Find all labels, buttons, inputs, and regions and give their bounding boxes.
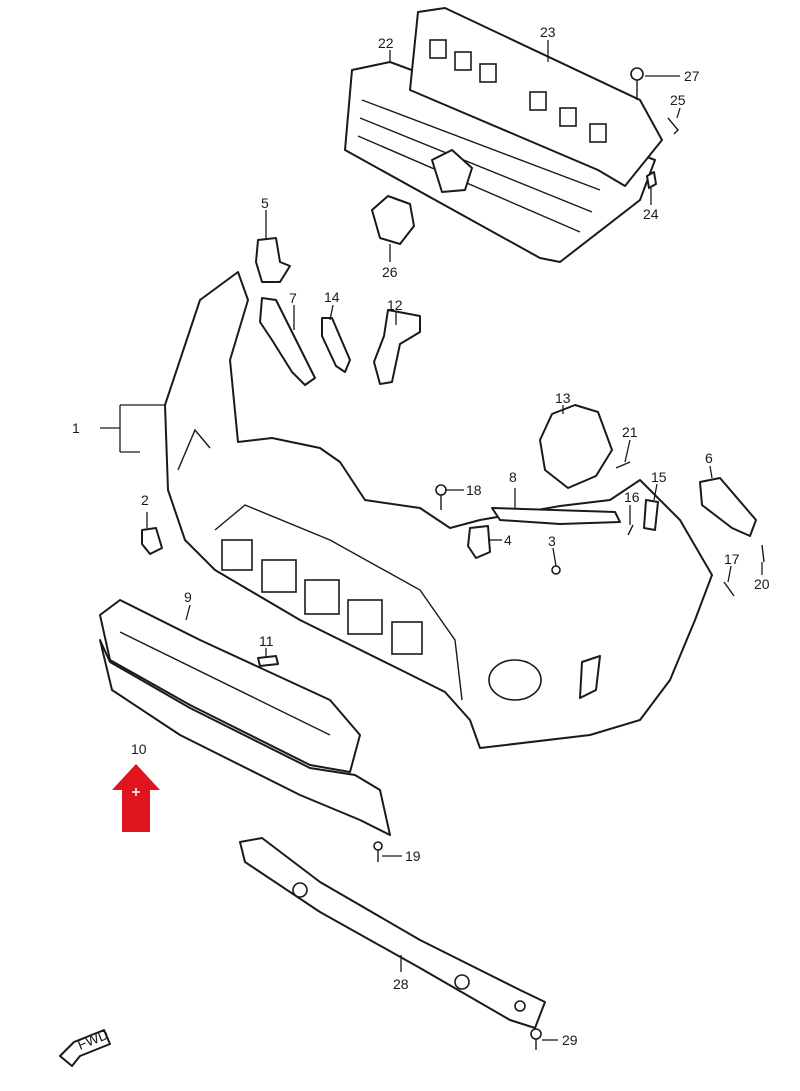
callout-9: 9 — [184, 589, 192, 605]
screw-part-25 — [667, 117, 679, 135]
bracket-part-12 — [373, 309, 421, 385]
callout-12: 12 — [387, 297, 403, 313]
bolt-part-18 — [435, 484, 447, 510]
clip-part-3 — [551, 565, 561, 575]
callout-7: 7 — [289, 290, 297, 306]
screw-part-20 — [761, 544, 765, 563]
callout-22: 22 — [378, 35, 394, 51]
callout-21: 21 — [622, 424, 638, 440]
bracket-part-13 — [539, 404, 613, 489]
bracket-part-4 — [467, 525, 491, 559]
callout-19: 19 — [405, 848, 421, 864]
callout-24: 24 — [643, 206, 659, 222]
lower-grille-part-9 — [99, 599, 361, 773]
screw-part-19 — [373, 841, 383, 862]
bracket-part-5 — [255, 237, 291, 283]
callout-25: 25 — [670, 92, 686, 108]
callout-29: 29 — [562, 1032, 578, 1048]
callout-26: 26 — [382, 264, 398, 280]
cap-part-26 — [371, 195, 415, 245]
bumper-cover-part-1 — [164, 271, 713, 749]
clip-part-24 — [646, 171, 657, 189]
cap-part-2 — [141, 527, 163, 555]
callout-23: 23 — [540, 24, 556, 40]
callout-10: 10 — [131, 741, 147, 757]
callout-18: 18 — [466, 482, 482, 498]
callout-15: 15 — [651, 469, 667, 485]
callout-3: 3 — [548, 533, 556, 549]
callout-13: 13 — [555, 390, 571, 406]
callout-2: 2 — [141, 492, 149, 508]
lower-cover-part-10 — [99, 639, 391, 836]
highlight-arrow-icon — [112, 764, 160, 832]
callout-16: 16 — [624, 489, 640, 505]
bracket-part-8 — [491, 507, 621, 525]
screw-part-21 — [615, 461, 631, 469]
grille-reinforcement-part-23 — [409, 7, 663, 187]
reflector-part-14 — [321, 317, 351, 373]
lower-reinforcement-part-28 — [239, 837, 546, 1029]
front-direction-icon: FWD — [59, 1026, 111, 1067]
callout-6: 6 — [705, 450, 713, 466]
bracket-part-7 — [259, 297, 316, 386]
clip-part-11 — [257, 655, 279, 667]
callout-14: 14 — [324, 289, 340, 305]
callout-27: 27 — [684, 68, 700, 84]
reflector-part-15 — [643, 499, 659, 531]
callout-17: 17 — [724, 551, 740, 567]
screw-part-16 — [627, 524, 634, 536]
callout-5: 5 — [261, 195, 269, 211]
callout-8: 8 — [509, 469, 517, 485]
clip-part-27 — [630, 67, 644, 100]
bracket-part-6 — [699, 477, 757, 537]
callout-28: 28 — [393, 976, 409, 992]
leader-lines — [100, 40, 763, 1041]
screw-part-29 — [530, 1028, 542, 1050]
callout-1: 1 — [72, 420, 80, 436]
callout-4: 4 — [504, 532, 512, 548]
callout-20: 20 — [754, 576, 770, 592]
screw-part-17 — [723, 581, 735, 597]
callout-11: 11 — [259, 633, 274, 649]
